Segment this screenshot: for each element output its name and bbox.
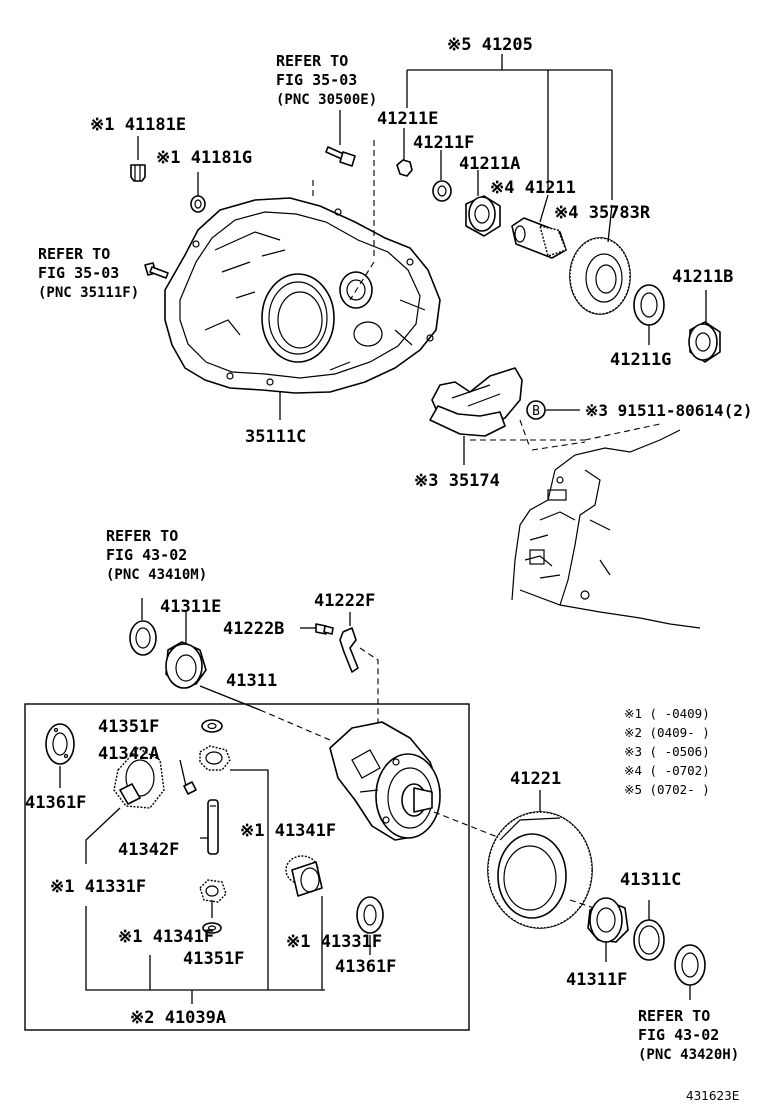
bolt-35111F-icon xyxy=(144,262,169,279)
label-41211A: 41211A xyxy=(459,154,520,174)
label-41181G: ※1 41181G xyxy=(156,148,252,168)
label-41341F-a: ※1 41341F xyxy=(240,821,336,841)
spacer-41211E-icon xyxy=(396,159,413,177)
washer-41211F-icon xyxy=(432,180,452,202)
pinion-41341F-a-icon xyxy=(199,745,231,771)
plug-41181E-icon xyxy=(130,164,146,182)
refer-to-35111F: REFER TO FIG 35-03 (PNC 35111F) xyxy=(38,245,139,301)
label-41311: 41311 xyxy=(226,671,277,691)
refer-2-line-2: FIG 35-03 xyxy=(38,264,119,282)
refer-to-30500E: REFER TO FIG 35-03 (PNC 30500E) xyxy=(276,52,377,108)
refer-to-43420H: REFER TO FIG 43-02 (PNC 43420H) xyxy=(638,1007,739,1063)
refer-2-line-1: REFER TO xyxy=(38,245,110,263)
label-41342A: 41342A xyxy=(98,744,159,764)
label-41211F: 41211F xyxy=(413,133,474,153)
note-1: ※1 ( -0409) xyxy=(624,706,710,721)
label-41211: ※4 41211 xyxy=(490,178,576,198)
washer-41361F-a-icon xyxy=(45,723,75,765)
kit-leaders xyxy=(59,759,371,1004)
bolt-30500E-icon xyxy=(325,146,356,167)
bearing-41211A-icon xyxy=(465,195,501,237)
refer-3-line-2: FIG 43-02 xyxy=(106,546,187,564)
label-41311E: 41311E xyxy=(160,597,221,617)
callout-b: B xyxy=(526,400,580,420)
label-41221: 41221 xyxy=(510,769,561,789)
plate-41222F-icon xyxy=(339,627,359,673)
washer-41351F-a-icon xyxy=(201,719,223,733)
leaders xyxy=(137,110,707,812)
label-41361F-a: 41361F xyxy=(25,793,86,813)
label-41211E: 41211E xyxy=(377,109,438,129)
label-41331F-a: ※1 41331F xyxy=(50,877,146,897)
date-notes: ※1 ( -0409) ※2 (0409- ) ※3 ( -0506) ※4 (… xyxy=(624,706,710,797)
label-41342F: 41342F xyxy=(118,840,179,860)
bracket-41205 xyxy=(406,54,613,200)
bearing-race-41311E-icon xyxy=(165,641,207,689)
refer-to-43410M: REFER TO FIG 43-02 (PNC 43410M) xyxy=(106,527,207,583)
washer-41351F-b-icon xyxy=(202,922,222,934)
gasket-41181G-icon xyxy=(190,195,206,213)
seal-41311E-icon xyxy=(129,620,157,656)
label-91511: ※3 91511-80614(2) xyxy=(585,401,753,420)
note-5: ※5 (0702- ) xyxy=(624,782,710,797)
refer-1-line-2: FIG 35-03 xyxy=(276,71,357,89)
seal-43420H-icon xyxy=(674,944,706,986)
callout-b-label: B xyxy=(532,404,540,419)
note-2: ※2 (0409- ) xyxy=(624,725,710,740)
label-35783R: ※4 35783R xyxy=(554,203,651,223)
pinion-shaft-41211-icon xyxy=(511,217,567,259)
part-labels: ※5 41205 ※1 41181E ※1 41181G 41211E 4121… xyxy=(25,35,753,1028)
seal-41211G-icon xyxy=(633,284,665,326)
bolt-41222B-icon xyxy=(315,623,334,635)
label-41222B: 41222B xyxy=(223,619,284,639)
label-41211G: 41211G xyxy=(610,350,671,370)
label-41351F-a: 41351F xyxy=(98,717,159,737)
label-41039A: ※2 41039A xyxy=(130,1008,226,1028)
refer-1-line-3: (PNC 30500E) xyxy=(276,92,377,108)
label-41361F-b: 41361F xyxy=(335,957,396,977)
differential-kit-frame xyxy=(24,703,470,1031)
label-35174: ※3 35174 xyxy=(414,471,500,491)
label-41222F: 41222F xyxy=(314,591,375,611)
bearing-41211B-icon xyxy=(688,321,721,363)
refer-3-line-1: REFER TO xyxy=(106,527,178,545)
refer-2-line-3: (PNC 35111F) xyxy=(38,285,139,301)
pinion-41341F-b-icon xyxy=(199,879,227,903)
pin-41342A-icon xyxy=(183,781,197,795)
label-35111C: 35111C xyxy=(245,427,306,447)
label-41205: ※5 41205 xyxy=(447,35,533,55)
label-41341F-b: ※1 41341F xyxy=(118,927,214,947)
refer-4-line-2: FIG 43-02 xyxy=(638,1026,719,1044)
shim-41311C-icon xyxy=(633,919,665,961)
partial-case-outline xyxy=(511,429,701,629)
refer-4-line-3: (PNC 43420H) xyxy=(638,1047,739,1063)
label-41311C: 41311C xyxy=(620,870,681,890)
refer-3-line-3: (PNC 43410M) xyxy=(106,567,207,583)
note-3: ※3 ( -0506) xyxy=(624,744,710,759)
side-gear-41331F-a-icon xyxy=(113,747,165,809)
note-4: ※4 ( -0702) xyxy=(624,763,710,778)
shaft-41342F-icon xyxy=(207,799,219,855)
refer-1-line-1: REFER TO xyxy=(276,52,348,70)
ring-gear-41221 xyxy=(487,811,593,929)
figure-id: 431623E xyxy=(686,1089,739,1103)
side-gear-41331F-b-icon xyxy=(285,855,323,897)
shield-35174 xyxy=(429,367,523,437)
ring-gear-35783R-icon xyxy=(569,237,631,315)
label-41351F-b: 41351F xyxy=(183,949,244,969)
label-41181E: ※1 41181E xyxy=(90,115,186,135)
refer-4-line-1: REFER TO xyxy=(638,1007,710,1025)
transaxle-case-35111C xyxy=(164,197,441,394)
label-41331F-b: ※1 41331F xyxy=(286,932,382,952)
washer-41361F-b-icon xyxy=(356,896,384,934)
bearing-41311F-icon xyxy=(587,897,629,943)
differential-case-41311 xyxy=(329,721,441,841)
label-41311F: 41311F xyxy=(566,970,627,990)
label-41211B: 41211B xyxy=(672,267,733,287)
